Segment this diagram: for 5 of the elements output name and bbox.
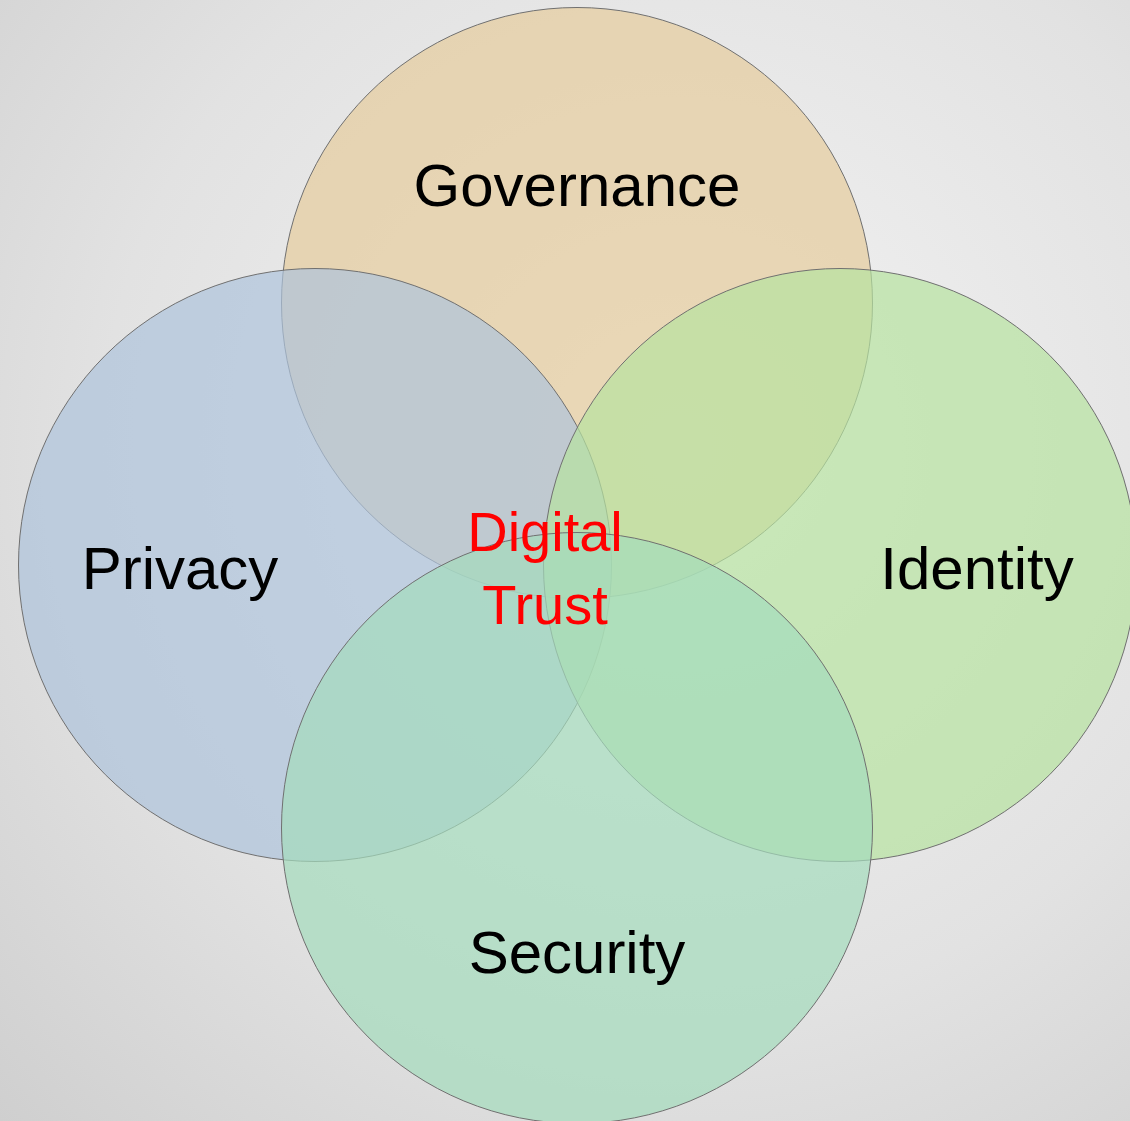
circle-label: Identity <box>880 533 1074 603</box>
center-label: Digital Trust <box>466 499 624 638</box>
circle-label: Privacy <box>81 533 279 603</box>
circle-label: Security <box>468 917 686 987</box>
circle-label: Governance <box>413 150 741 220</box>
